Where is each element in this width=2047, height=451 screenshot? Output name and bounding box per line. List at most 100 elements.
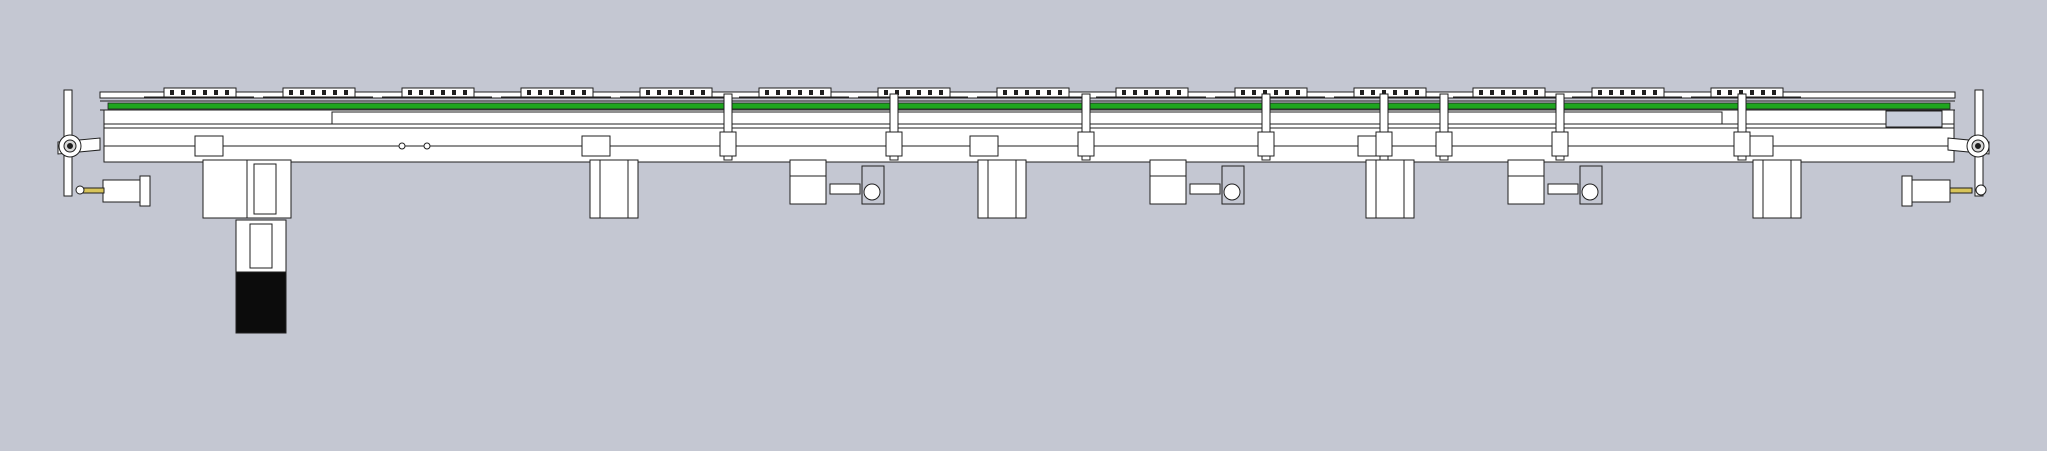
bracket-post	[1439, 93, 1449, 161]
pallet-carrier-3	[382, 87, 492, 98]
bracket-post	[889, 93, 899, 161]
carrier-tooth	[1620, 90, 1624, 95]
carrier-tooth	[1750, 90, 1754, 95]
side-actuators	[789, 159, 1603, 205]
carrier-tooth	[1155, 90, 1159, 95]
carrier-tooth	[884, 90, 888, 95]
conveyor-frame	[99, 91, 1956, 163]
actuator-body	[1507, 159, 1545, 205]
actuator-rod	[1547, 183, 1579, 195]
end-pulleys	[57, 89, 1990, 197]
carrier-tooth	[1241, 90, 1245, 95]
leg-housing	[1752, 159, 1802, 219]
vertical-bracket-8	[1733, 93, 1751, 161]
support-leg-2	[581, 135, 639, 219]
carrier-tooth	[333, 90, 337, 95]
carrier-tooth	[939, 90, 943, 95]
carrier-tooth	[463, 90, 467, 95]
pallet-carrier-7	[858, 87, 968, 98]
vertical-bracket-5	[1375, 93, 1393, 161]
drive-motor	[202, 159, 292, 334]
bracket-post	[1261, 93, 1271, 161]
end-cylinders	[75, 175, 1987, 207]
bracket-foot	[1551, 131, 1569, 157]
carrier-tooth	[452, 90, 456, 95]
carrier-tooth	[1144, 90, 1148, 95]
pallet-carrier-13	[1572, 87, 1682, 98]
bracket-foot	[1733, 131, 1751, 157]
vertical-bracket-2	[885, 93, 903, 161]
bracket-foot	[1077, 131, 1095, 157]
leg-housing	[1365, 159, 1415, 219]
vertical-bracket-6	[1435, 93, 1453, 161]
carrier-tooth	[311, 90, 315, 95]
carrier-tooth	[1772, 90, 1776, 95]
left-pulley	[57, 89, 101, 197]
carrier-tooth	[1058, 90, 1062, 95]
carrier-tooth	[441, 90, 445, 95]
right-pulley-hub	[1975, 143, 1981, 149]
beam-bolts	[398, 142, 431, 150]
bracket-foot	[885, 131, 903, 157]
carrier-tooth	[1631, 90, 1635, 95]
carrier-tooth	[1415, 90, 1419, 95]
bracket-foot	[719, 131, 737, 157]
left-pulley-hub	[67, 143, 73, 149]
carrier-tooth	[538, 90, 542, 95]
actuator-body	[1149, 159, 1187, 205]
carrier-tooth	[1371, 90, 1375, 95]
carrier-tooth	[1177, 90, 1181, 95]
carrier-tooth	[1133, 90, 1137, 95]
carrier-tooth	[419, 90, 423, 95]
carrier-tooth	[344, 90, 348, 95]
green-rail	[100, 100, 1955, 111]
carrier-tooth	[1393, 90, 1397, 95]
carrier-tooth	[192, 90, 196, 95]
carrier-tooth	[787, 90, 791, 95]
actuator-wheel	[863, 183, 881, 201]
motor-flange	[249, 223, 273, 269]
carrier-tooth	[906, 90, 910, 95]
carrier-tooth	[690, 90, 694, 95]
vertical-brackets	[719, 93, 1751, 161]
bracket-post	[1737, 93, 1747, 161]
carrier-tooth	[214, 90, 218, 95]
carrier-tooth	[571, 90, 575, 95]
carrier-tooth	[582, 90, 586, 95]
left-cylinder-eye	[75, 185, 85, 195]
gearbox-plate	[253, 163, 277, 215]
pallet-carrier-11	[1334, 87, 1444, 98]
right-pulley	[1947, 89, 1990, 197]
right-cylinder	[1901, 175, 1987, 207]
pallet-carrier-2	[263, 87, 373, 98]
left-cylinder	[75, 175, 151, 207]
actuator-frame	[861, 165, 885, 205]
carrier-tooth	[1739, 90, 1743, 95]
bracket-post	[1379, 93, 1389, 161]
carrier-tooth	[203, 90, 207, 95]
carrier-tooth	[1382, 90, 1386, 95]
carrier-tooth	[1014, 90, 1018, 95]
carrier-tooth	[809, 90, 813, 95]
bracket-foot	[1435, 131, 1453, 157]
bracket-foot	[1257, 131, 1275, 157]
support-leg-3	[969, 135, 1027, 219]
bracket-foot	[1375, 131, 1393, 157]
bolt-2	[423, 142, 431, 150]
carrier-tooth	[322, 90, 326, 95]
carrier-tooth	[928, 90, 932, 95]
carrier-tooth	[820, 90, 824, 95]
carrier-tooth	[1360, 90, 1364, 95]
carrier-tooth	[1534, 90, 1538, 95]
beam-inner-slot	[331, 111, 1723, 125]
carrier-tooth	[170, 90, 174, 95]
side-actuator-3	[1507, 159, 1603, 205]
carrier-tooth	[1609, 90, 1613, 95]
actuator-rod	[1189, 183, 1221, 195]
carrier-tooth	[1523, 90, 1527, 95]
right-cylinder-cap	[1901, 175, 1913, 207]
carrier-tooth	[289, 90, 293, 95]
carrier-tooth	[1717, 90, 1721, 95]
